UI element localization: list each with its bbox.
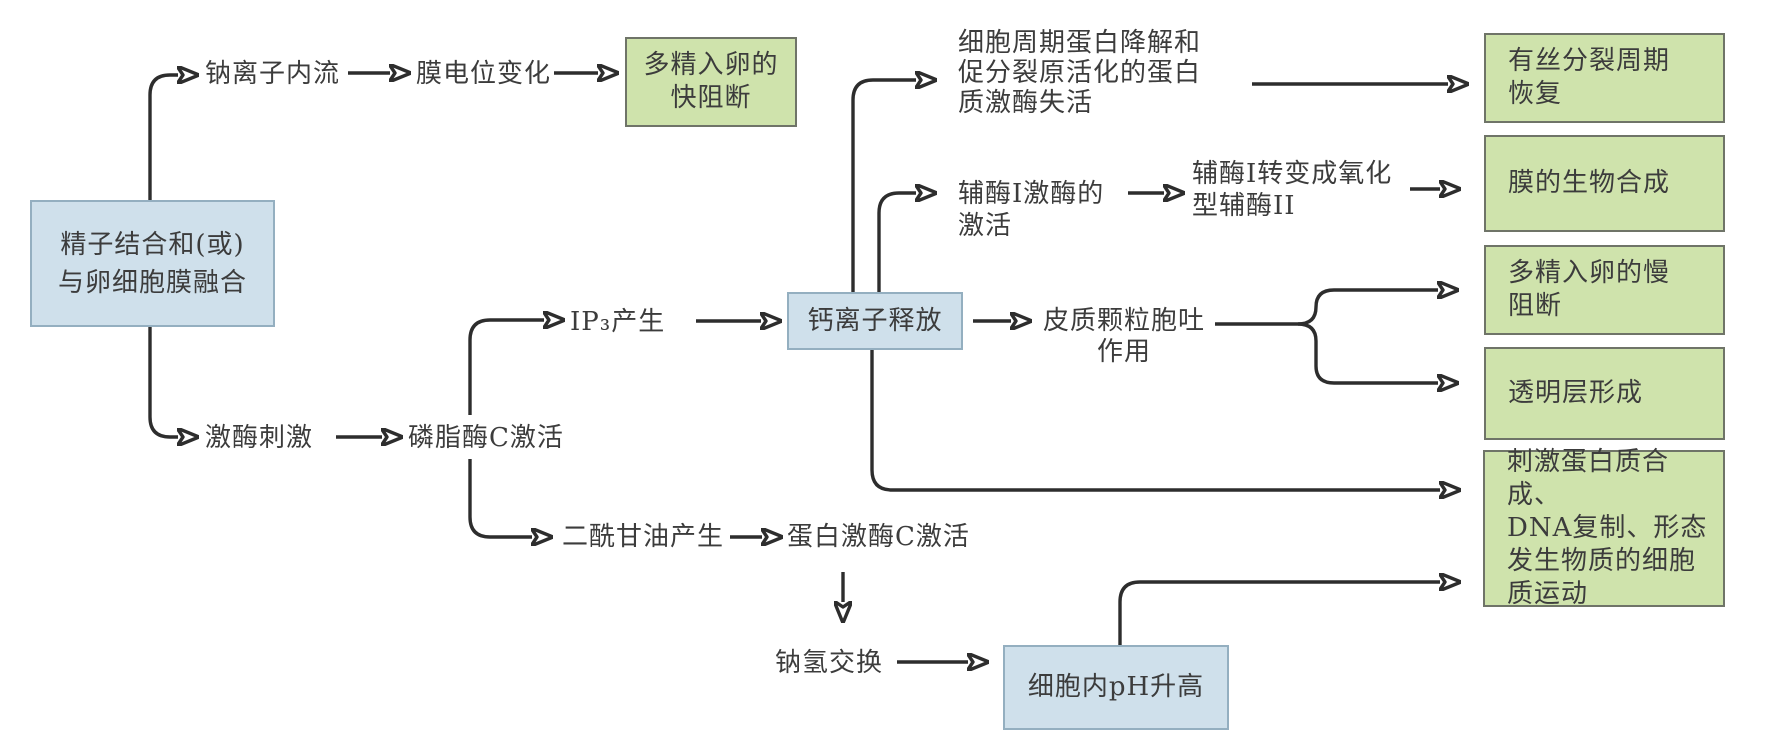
node-mitosis-recovery-line1: 有丝分裂周期: [1508, 46, 1671, 76]
connector-cortical-to-zona-formation: [1297, 322, 1438, 383]
node-na-influx: 钠离子内流: [205, 59, 341, 89]
node-coenzyme-kinase-activation: 辅酶I激酶的 激活: [958, 178, 1104, 242]
node-cortical-line2: 作用: [1096, 337, 1151, 367]
node-slow-block: 多精入卵的慢 阻断: [1484, 245, 1725, 335]
node-protein-synthesis-line3: 发生物质的细胞: [1507, 546, 1697, 576]
node-mitosis-recovery: 有丝分裂周期 恢复: [1484, 33, 1725, 123]
connector-calcium-to-cyclin-inactivation: [851, 80, 916, 292]
node-cortical-granule-exocytosis: 皮质颗粒胞吐 作用: [1041, 306, 1207, 368]
node-coenzyme-conversion: 辅酶I转变成氧化 型辅酶II: [1192, 158, 1392, 222]
node-protein-synthesis-line4: 质运动: [1507, 579, 1589, 609]
node-cyclin-inactivation-line1: 细胞周期蛋白降解和: [958, 28, 1202, 58]
node-cyclin-inactivation-line2: 促分裂原活化的蛋白: [958, 58, 1202, 88]
node-fast-block: 多精入卵的 快阻断: [625, 37, 797, 127]
connector-sperm-to-kinase-stimulation: [148, 327, 178, 437]
node-zona-formation: 透明层形成: [1484, 347, 1725, 440]
node-cyclin-inactivation: 细胞周期蛋白降解和 促分裂原活化的蛋白 质激酶失活: [958, 28, 1201, 118]
node-coenzyme-kinase-line2: 激活: [958, 211, 1013, 241]
connector-ph-to-protein-synthesis: [1118, 582, 1440, 645]
node-slow-block-line1: 多精入卵的慢: [1508, 258, 1671, 288]
node-coenzyme-conversion-line1: 辅酶I转变成氧化: [1192, 159, 1393, 189]
connector-calcium-to-protein-synthesis: [870, 350, 1440, 490]
node-kinase-stimulation: 激酶刺激: [205, 423, 314, 453]
connector-plc-to-dag: [468, 459, 532, 537]
node-cyclin-inactivation-line3: 质激酶失活: [958, 88, 1094, 118]
node-zona-formation-label: 透明层形成: [1508, 378, 1644, 408]
node-mitosis-recovery-line2: 恢复: [1508, 79, 1563, 109]
node-ip3-production: IP₃产生: [570, 307, 666, 337]
node-calcium-release-label: 钙离子释放: [807, 305, 943, 336]
node-fast-block-line1: 多精入卵的: [643, 50, 779, 80]
node-coenzyme-kinase-line1: 辅酶I激酶的: [958, 179, 1105, 209]
connector-sperm-to-na-influx: [148, 75, 178, 200]
node-na-h-exchange: 钠氢交换: [775, 648, 884, 678]
connector-calcium-to-coenzyme-kinase: [877, 193, 916, 292]
node-membrane-potential: 膜电位变化: [416, 59, 552, 89]
node-fast-block-line2: 快阻断: [670, 83, 752, 113]
node-protein-synthesis-stimulation: 刺激蛋白质合成、 DNA复制、形态 发生物质的细胞 质运动: [1483, 447, 1725, 609]
node-sperm-binding: 精子结合和(或) 与卵细胞膜融合: [30, 200, 275, 327]
node-calcium-release: 钙离子释放: [787, 292, 963, 350]
node-membrane-biosynthesis-label: 膜的生物合成: [1508, 168, 1671, 198]
node-sperm-binding-line2: 与卵细胞膜融合: [57, 267, 247, 298]
node-protein-synthesis-line1: 刺激蛋白质合成、: [1507, 447, 1670, 510]
node-pkc-activation: 蛋白激酶C激活: [787, 522, 970, 552]
node-ph-increase-label: 细胞内pH升高: [1027, 672, 1205, 702]
node-cortical-line1: 皮质颗粒胞吐: [1042, 306, 1205, 336]
node-dag-production: 二酰甘油产生: [562, 522, 725, 552]
node-plc-activation: 磷脂酶C激活: [408, 423, 564, 453]
node-sperm-binding-line1: 精子结合和(或): [60, 229, 245, 260]
node-membrane-biosynthesis: 膜的生物合成: [1484, 135, 1725, 232]
node-ph-increase: 细胞内pH升高: [1003, 645, 1229, 730]
node-protein-synthesis-line2: DNA复制、形态: [1507, 513, 1708, 543]
node-slow-block-line2: 阻断: [1508, 291, 1563, 321]
connector-plc-to-ip3: [468, 320, 544, 415]
node-coenzyme-conversion-line2: 型辅酶II: [1192, 191, 1296, 221]
connector-cortical-to-slow-block: [1297, 290, 1438, 326]
